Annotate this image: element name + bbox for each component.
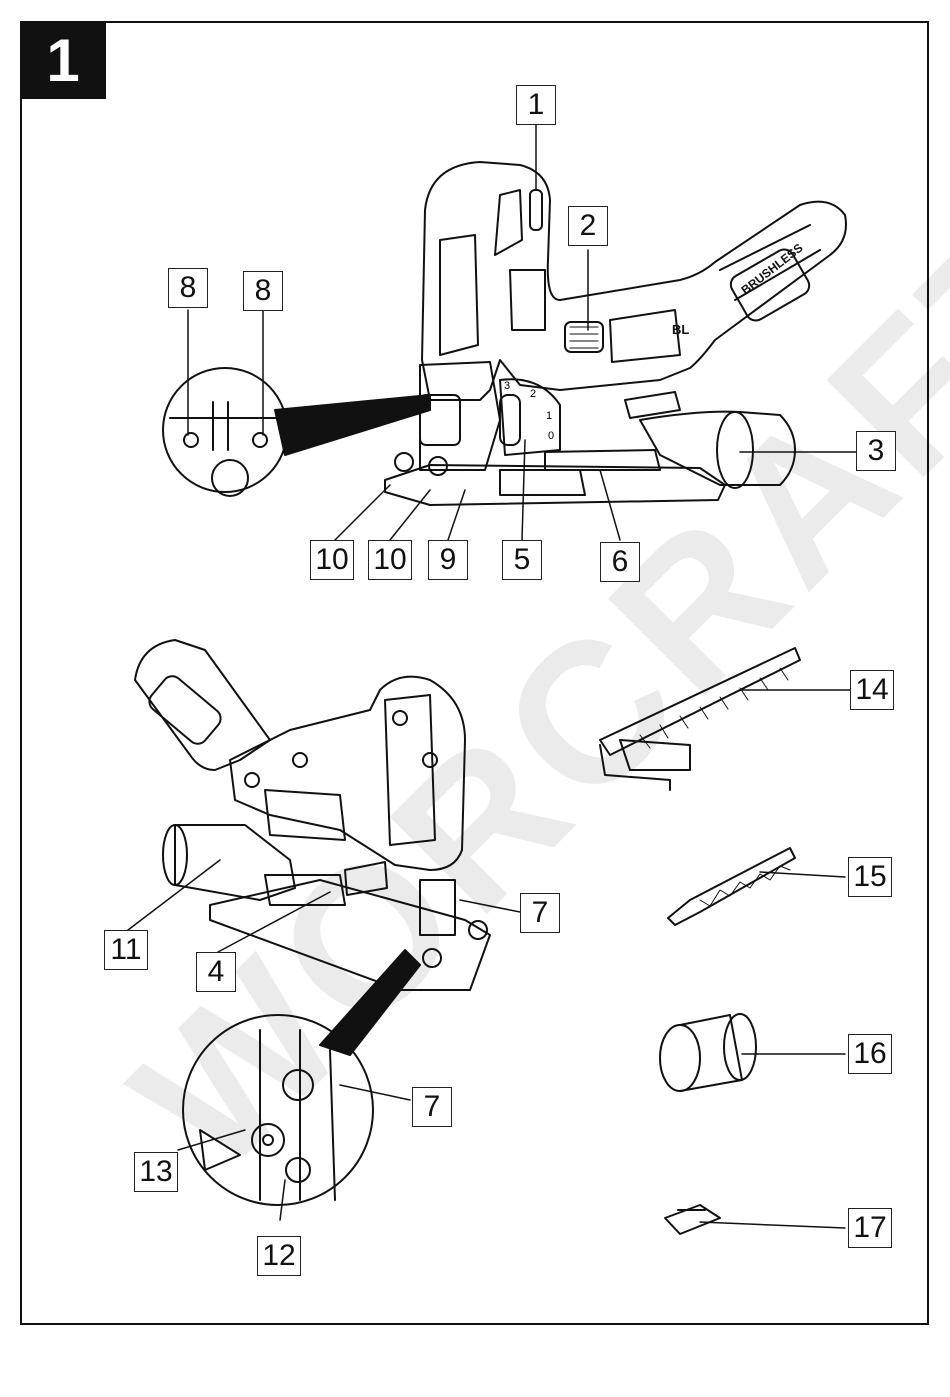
speed-dial-mark-0: 0: [548, 430, 554, 442]
jigsaw-side-view: [385, 162, 846, 505]
callout-17: 17: [848, 1208, 892, 1248]
zoom-pointer-wedge: [275, 395, 430, 455]
callout-14: 14: [850, 670, 894, 710]
callout-11: 11: [104, 930, 148, 970]
callout-6: 6: [600, 542, 640, 582]
parallel-guide: [600, 648, 800, 790]
jigsaw-rear-view: [135, 640, 490, 990]
callout-12: 12: [257, 1236, 301, 1276]
lock-on-switch-shape: [530, 190, 542, 230]
callout-16: 16: [848, 1034, 892, 1074]
callout-13: 13: [134, 1152, 178, 1192]
splinter-guard: [665, 1205, 720, 1234]
bl-badge-text: BL: [672, 322, 689, 337]
callout-9: 9: [428, 540, 468, 580]
callout-4: 4: [196, 952, 236, 992]
callout-10b: 10: [368, 540, 412, 580]
speed-dial-mark-1: 1: [546, 410, 552, 422]
callout-10a: 10: [310, 540, 354, 580]
callout-3: 3: [856, 431, 896, 471]
speed-dial-mark-3: 3: [504, 380, 510, 392]
speed-dial-mark-2: 2: [530, 388, 536, 400]
zoom-detail-front: [163, 368, 430, 496]
callout-5: 5: [502, 540, 542, 580]
saw-blade: [668, 848, 795, 925]
callout-7b: 7: [412, 1087, 452, 1127]
callout-8a: 8: [168, 268, 208, 308]
callout-2: 2: [568, 206, 608, 246]
callout-1: 1: [516, 85, 556, 125]
dust-adapter: [660, 1014, 756, 1091]
callout-8b: 8: [243, 271, 283, 311]
callout-7a: 7: [520, 893, 560, 933]
callout-15: 15: [848, 857, 892, 897]
speed-button-rear-shape: [345, 862, 387, 895]
